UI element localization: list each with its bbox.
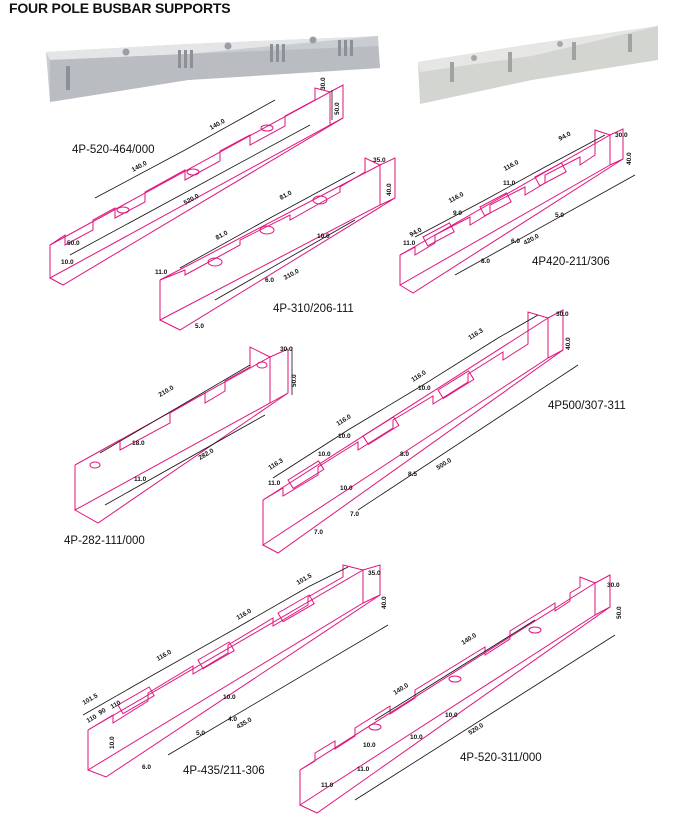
dim-label: 35.0 (368, 570, 381, 577)
dim-label: 435.0 (236, 716, 254, 730)
drawing-4p-435: 101.5 116.0 116.0 101.5 35.0 40.0 110 90… (82, 564, 389, 778)
dim-label: 8.0 (400, 451, 409, 458)
dim-label: 4.0 (228, 716, 237, 723)
dim-label: 50.0 (334, 102, 341, 115)
dim-label: 30.0 (556, 311, 569, 318)
dim-label: 110 (86, 713, 99, 724)
part-code-3: 4P420-211/306 (532, 256, 610, 268)
dim-label: 30.0 (280, 346, 293, 353)
dim-label: 8.0 (481, 258, 490, 265)
dim-label: 10.0 (338, 433, 351, 440)
busbar-photo-1 (46, 36, 380, 102)
dim-label: 10.0 (410, 734, 423, 741)
dim-label: 9.0 (453, 210, 462, 217)
dim-label: 10.0 (363, 742, 376, 749)
dim-label: 81.0 (279, 189, 294, 201)
dim-label: 94.0 (558, 130, 573, 142)
part-code-5: 4P500/307-311 (548, 400, 626, 412)
dim-label: 5.0 (196, 730, 205, 737)
part-code-7: 4P-520-311/000 (460, 752, 542, 764)
dim-label: 40.0 (381, 596, 388, 609)
dim-label: 210.0 (158, 384, 176, 398)
dim-label: 7.0 (350, 511, 359, 518)
dim-label: 90 (98, 707, 108, 717)
dim-label: 30.0 (615, 132, 628, 139)
dim-label: 10.0 (61, 259, 74, 266)
dim-label: 116.0 (448, 191, 466, 205)
part-code-4: 4P-282-111/000 (64, 535, 145, 547)
dim-label: 6.0 (511, 238, 520, 245)
dim-label: 40.0 (626, 152, 633, 165)
dim-label: 50.0 (616, 606, 623, 619)
dim-label: 110 (110, 699, 123, 710)
drawing-4p420-211: 94.0 116.0 116.0 94.0 30.0 40.0 11.0 9.0… (399, 128, 636, 294)
dim-label: 18.0 (132, 440, 145, 447)
dim-label: 310.0 (283, 268, 301, 282)
dim-label: 282.0 (198, 447, 216, 461)
dim-label: 520.0 (467, 722, 485, 737)
dim-label: 10.0 (445, 712, 458, 719)
dim-label: 101.5 (82, 692, 100, 706)
dim-label: 140.0 (131, 160, 149, 174)
dim-label: 140.0 (209, 118, 227, 132)
dim-label: 11.0 (268, 480, 281, 487)
dim-label: 6.0 (265, 277, 274, 284)
dim-label: 10.0 (317, 233, 330, 240)
dim-label: 420.0 (523, 233, 541, 247)
dim-label: 35.0 (373, 157, 386, 164)
dim-label: 81.0 (215, 229, 230, 241)
part-code-1: 4P-520-464/000 (72, 144, 155, 156)
dim-label: 140.0 (392, 682, 410, 697)
dim-label: 116.3 (267, 457, 285, 472)
dim-label: 11.0 (155, 269, 168, 276)
dim-label: 50.0 (67, 240, 80, 247)
part-code-6: 4P-435/211-306 (183, 765, 265, 777)
dim-label: 11.0 (403, 240, 416, 247)
dim-label: 5.0 (195, 323, 204, 330)
dim-label: 30.0 (607, 582, 620, 589)
dim-label: 40.0 (565, 337, 572, 350)
dim-label: 40.0 (386, 183, 393, 196)
dim-label: 116.0 (156, 649, 174, 663)
dim-label: 116.3 (467, 327, 485, 342)
dim-label: 10.0 (109, 736, 116, 749)
drawing-4p-310-206: 81.0 81.0 35.0 40.0 10.0 11.0 310.0 5.0 … (155, 157, 396, 331)
dim-label: 116.0 (335, 413, 353, 428)
dim-label: 6.0 (142, 764, 151, 771)
drawing-4p-520-464: 140.0 140.0 520.0 30.0 50.0 50.0 10.0 (49, 77, 344, 286)
dim-label: 7.0 (314, 529, 323, 536)
dim-label: 8.5 (408, 471, 417, 478)
dim-label: 500.0 (435, 457, 453, 472)
page-title: FOUR POLE BUSBAR SUPPORTS (9, 0, 231, 16)
drawing-4p500-307: 116.3 116.0 116.0 116.3 30.0 40.0 10.0 1… (262, 309, 579, 554)
drawing-4p-282: 210.0 30.0 50.0 18.0 11.0 282.0 (74, 346, 298, 524)
dim-label: 5.0 (555, 212, 564, 219)
dim-label: 10.0 (340, 485, 353, 492)
dim-label: 116.0 (410, 369, 428, 384)
dim-label: 11.0 (357, 766, 370, 773)
dim-label: 11.0 (321, 782, 334, 789)
dim-label: 116.0 (503, 159, 521, 173)
dim-label: 10.0 (318, 451, 331, 458)
dim-label: 10.0 (223, 694, 236, 701)
busbar-photo-2 (418, 26, 658, 104)
dim-label: 140.0 (460, 632, 478, 647)
dim-label: 94.0 (409, 226, 424, 238)
dim-label: 50.0 (291, 374, 298, 387)
drawing-4p-520-311: 140.0 140.0 30.0 50.0 10.0 10.0 520.0 10… (299, 574, 623, 814)
dim-label: 11.0 (503, 180, 516, 187)
dim-label: 10.0 (418, 385, 431, 392)
part-code-2: 4P-310/206-111 (273, 303, 354, 315)
dim-label: 11.0 (134, 476, 147, 483)
dim-label: 30.0 (320, 77, 327, 90)
